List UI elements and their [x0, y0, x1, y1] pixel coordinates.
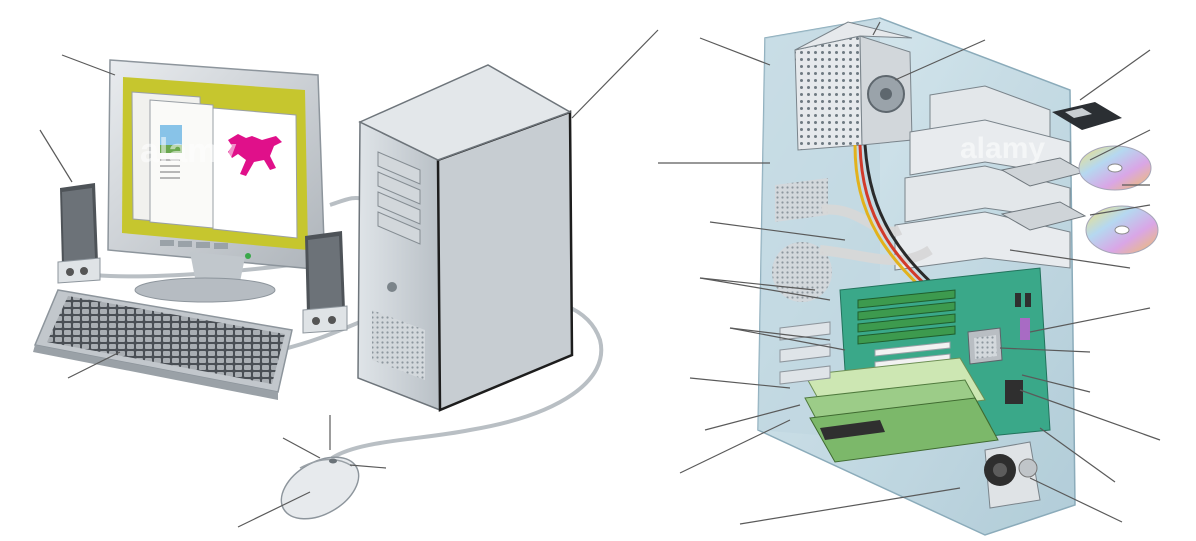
- monitor-stand: [134, 277, 276, 303]
- cd-tray-lower: [1000, 201, 1087, 231]
- power-led: [245, 253, 251, 259]
- drive-bays: [377, 151, 421, 245]
- desktop-system: [33, 29, 659, 528]
- tower-power-button: [387, 282, 397, 292]
- mouse: [280, 456, 360, 520]
- floppy-disk: [1052, 102, 1122, 130]
- speaker-left: [57, 183, 101, 284]
- expansion-cards: [804, 357, 999, 463]
- tower-side: [436, 110, 574, 412]
- watermark-left: alamy: [140, 132, 236, 170]
- chips: [1005, 293, 1031, 404]
- power-supply: [794, 21, 913, 151]
- leader-lines-left: [39, 29, 659, 528]
- monitor-buttons: [160, 240, 228, 249]
- photo-thumbnail-grass: [160, 145, 182, 153]
- keyboard: [33, 289, 293, 400]
- speaker-right: [302, 231, 348, 334]
- tower-top: [358, 64, 572, 161]
- watermark-right: alamy: [960, 132, 1045, 165]
- capacitor-icon: [1020, 318, 1030, 340]
- slot-covers: [779, 321, 831, 385]
- window-front: [212, 107, 298, 239]
- ram-modules: [857, 289, 956, 345]
- system-unit: [357, 64, 574, 412]
- cpu: [967, 327, 1003, 365]
- case-speaker: [984, 441, 1041, 509]
- leader-lines-right: [658, 21, 1161, 525]
- horse-icon: [228, 134, 282, 176]
- case-vent-upper: [775, 178, 828, 222]
- open-case-cutaway: [658, 17, 1161, 536]
- tower-vent: [372, 310, 425, 380]
- text-lines: [160, 159, 180, 179]
- monitor-neck: [190, 252, 245, 282]
- monitor: [107, 59, 326, 303]
